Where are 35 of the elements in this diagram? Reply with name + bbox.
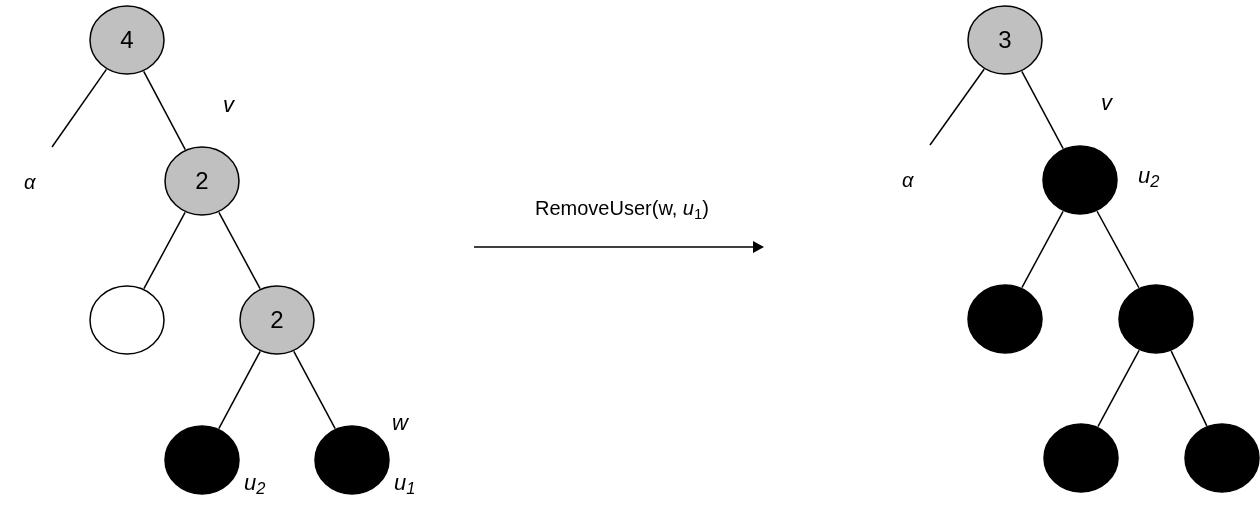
node-value: 4 bbox=[120, 28, 134, 52]
tree-edge bbox=[218, 350, 261, 430]
tree-node bbox=[164, 146, 240, 216]
node-label: u$_{2}$ bbox=[244, 472, 266, 494]
tree-node bbox=[314, 425, 390, 495]
tree-node bbox=[89, 285, 165, 355]
text-label: RemoveUser(w, u$_{1}$) bbox=[534, 198, 710, 218]
node-value: 3 bbox=[998, 28, 1012, 52]
tree-edge bbox=[142, 70, 187, 151]
tree-node bbox=[164, 425, 240, 495]
node-label: u$_{1}$ bbox=[394, 472, 416, 494]
tree-node bbox=[967, 284, 1043, 354]
node-label: u$_{2}$ bbox=[1138, 165, 1160, 187]
tree-node bbox=[239, 285, 315, 355]
node-value: 2 bbox=[270, 308, 284, 332]
tree-edge bbox=[1096, 210, 1140, 289]
tree-node bbox=[1042, 145, 1118, 215]
tree-edge bbox=[929, 68, 985, 146]
tree-node bbox=[1043, 423, 1119, 493]
tree-node bbox=[89, 5, 165, 75]
node-value: 2 bbox=[195, 169, 209, 193]
tree-edge bbox=[1021, 210, 1064, 289]
tree-node bbox=[967, 5, 1043, 75]
tree-edge bbox=[1021, 70, 1064, 150]
tree-edge bbox=[293, 350, 336, 430]
text-label: α bbox=[24, 172, 36, 192]
tree-edge bbox=[1097, 349, 1140, 428]
tree-edge bbox=[143, 211, 186, 290]
text-label: α bbox=[902, 170, 914, 190]
tree-node bbox=[1118, 284, 1194, 354]
tree-edge bbox=[1170, 350, 1208, 427]
tree-edge bbox=[51, 68, 108, 148]
node-label: w bbox=[392, 412, 408, 434]
tree-node bbox=[1184, 423, 1260, 493]
tree-edge bbox=[218, 211, 261, 290]
